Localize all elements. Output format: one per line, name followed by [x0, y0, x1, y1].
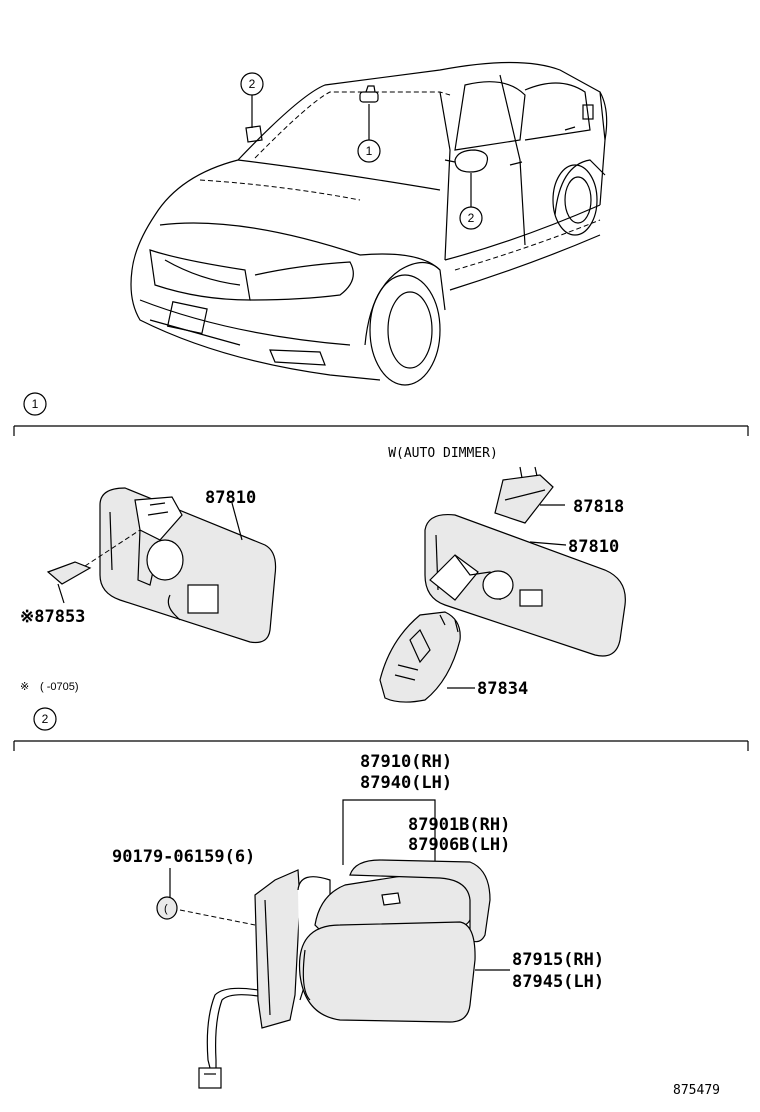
car-illustration: 1 2 2 — [130, 61, 608, 386]
svg-text:1: 1 — [32, 397, 39, 411]
part-87910-rh: 87910(RH) — [360, 752, 452, 772]
part-90179-06159: 90179-06159(6) — [112, 847, 255, 867]
variant-auto-dimmer-label: W(AUTO DIMMER) — [388, 446, 498, 461]
callout-2-car-left: 2 — [240, 72, 264, 96]
svg-text:※: ※ — [20, 681, 29, 693]
svg-text:(: ( — [164, 903, 168, 915]
callout-2-car-right: 2 — [459, 206, 483, 230]
svg-text:1: 1 — [366, 144, 373, 158]
part-87810-standard: 87810 — [205, 488, 256, 508]
part-87853: ※87853 — [20, 607, 85, 627]
section-2-header: 2 — [13, 707, 749, 751]
part-87834: 87834 — [477, 679, 528, 699]
diagram-id: 875479 — [673, 1083, 720, 1098]
part-87915-rh: 87915(RH) — [512, 950, 604, 970]
part-87901b-rh: 87901B(RH) — [408, 815, 510, 835]
assy-bracket-line — [342, 799, 436, 865]
outer-mirror-assembly: ( — [156, 859, 510, 1089]
part-87906b-lh: 87906B(LH) — [408, 835, 510, 855]
inner-mirror-standard — [46, 487, 277, 644]
part-87810-auto: 87810 — [568, 537, 619, 557]
part-87818: 87818 — [573, 497, 624, 517]
svg-text:( -0705): ( -0705) — [40, 681, 79, 693]
svg-text:2: 2 — [42, 712, 49, 726]
part-87940-lh: 87940(LH) — [360, 773, 452, 793]
part-87945-lh: 87945(LH) — [512, 972, 604, 992]
inner-mirror-auto-dimming — [379, 466, 626, 703]
section-1-header: 1 — [13, 392, 749, 436]
svg-text:2: 2 — [249, 77, 256, 91]
callout-1-car: 1 — [357, 139, 381, 163]
svg-text:2: 2 — [468, 211, 475, 225]
production-note: ※ ( -0705) — [20, 681, 79, 693]
